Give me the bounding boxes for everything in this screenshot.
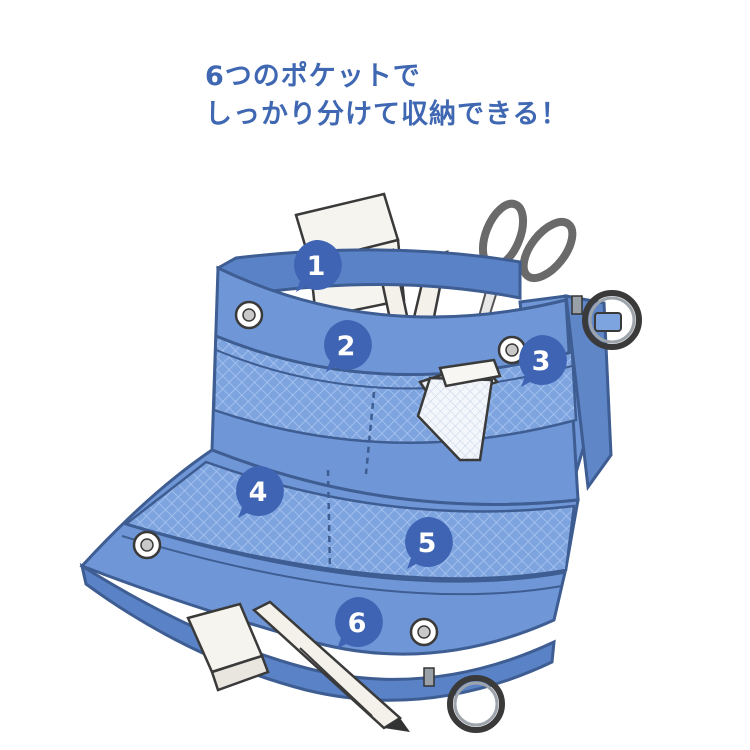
pen-bottom-icon xyxy=(251,600,410,732)
pocket-badge-4: 4 xyxy=(236,465,284,518)
pocket-badge-6: 6 xyxy=(335,596,383,649)
pocket-number-3: 3 xyxy=(532,346,551,377)
pocket-badge-2: 2 xyxy=(324,319,372,372)
eraser-bottom-icon xyxy=(186,602,270,692)
pocket-number-6: 6 xyxy=(348,608,367,639)
pocket-badge-3: 3 xyxy=(519,334,567,387)
headline-line-1: 6つのポケットで xyxy=(205,61,421,92)
eraser-icon xyxy=(416,358,502,462)
pocket-number-5: 5 xyxy=(418,528,437,559)
pocket-number-2: 2 xyxy=(337,331,356,362)
headline: 6つのポケットで しっかり分けて収納できる！ xyxy=(205,58,568,134)
pocket-badge-1: 1 xyxy=(294,239,342,292)
pocket-badge-5: 5 xyxy=(405,516,453,569)
snap-button-icon xyxy=(132,300,527,647)
pocket-number-1: 1 xyxy=(307,251,326,282)
bottom-zipper-pull-icon xyxy=(423,667,505,733)
headline-line-2: しっかり分けて収納できる！ xyxy=(205,99,569,130)
pocket-number-4: 4 xyxy=(249,477,268,508)
zipper-pull-icon xyxy=(571,290,642,350)
